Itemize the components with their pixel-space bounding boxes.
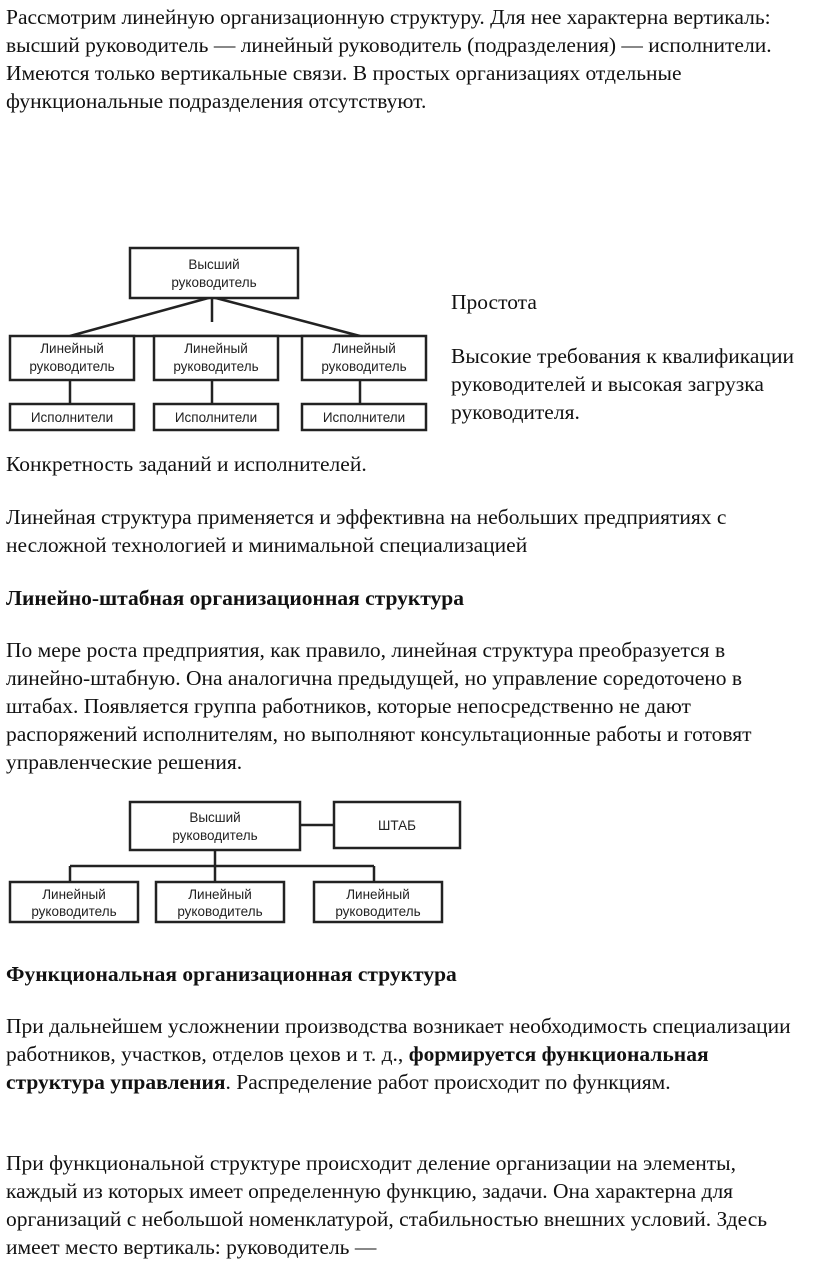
disadvantage-text: Высокие требования к квалификации руково… <box>451 344 794 424</box>
top-manager-label: руководитель <box>172 828 257 843</box>
line-manager-box <box>300 334 428 382</box>
top-manager-label: руководитель <box>171 275 256 290</box>
line-staff-diagram: Высший руководитель ШТАБ Линейный руково… <box>8 800 462 924</box>
executors-box <box>152 402 280 432</box>
line-manager-label: руководитель <box>29 359 114 374</box>
heading-functional: Функциональная организационная структура <box>6 962 457 986</box>
advantage-text: Простота <box>451 290 537 314</box>
executors-label: Исполнители <box>175 410 257 425</box>
functional-paragraph-1-bold: формируется функциональная структура упр… <box>6 1042 709 1094</box>
staff-label: ШТАБ <box>378 818 416 833</box>
top-manager-box <box>128 800 302 852</box>
executors-box <box>8 402 136 432</box>
top-manager-box <box>128 246 300 300</box>
line-manager-label: руководитель <box>335 904 420 919</box>
line-manager-box <box>154 880 286 924</box>
line-manager-label: руководитель <box>31 904 116 919</box>
functional-paragraph-1-text: При дальнейшем усложнении производства в… <box>6 1014 791 1066</box>
executors-label: Исполнители <box>31 410 113 425</box>
staff-paragraph: По мере роста предприятия, как правило, … <box>6 638 752 774</box>
functional-paragraph-2: При функциональной структуре происходит … <box>6 1151 768 1259</box>
connector <box>69 295 213 338</box>
executors-box <box>300 402 428 432</box>
linear-structure-diagram: Высший руководитель Линейный руководител… <box>8 246 428 432</box>
intro-paragraph: Рассмотрим линейную организационную стру… <box>6 5 772 113</box>
heading-line-staff: Линейно-штабная организационная структур… <box>6 586 464 610</box>
top-manager-label: Высший <box>189 810 240 825</box>
line-manager-box <box>8 880 140 924</box>
executors-label: Исполнители <box>323 410 405 425</box>
line-manager-label: Линейный <box>188 887 252 902</box>
line-manager-label: Линейный <box>40 341 104 356</box>
line-manager-label: Линейный <box>42 887 106 902</box>
staff-box <box>332 800 462 850</box>
line-manager-box <box>8 334 136 382</box>
connector <box>211 295 361 338</box>
line-manager-label: Линейный <box>332 341 396 356</box>
line-manager-label: руководитель <box>173 359 258 374</box>
line-manager-box <box>312 880 444 924</box>
line-manager-label: руководитель <box>321 359 406 374</box>
line-manager-label: Линейный <box>184 341 248 356</box>
line-manager-label: Линейный <box>346 887 410 902</box>
line-manager-box <box>152 334 280 382</box>
linear-usage-paragraph: Линейная структура применяется и эффекти… <box>6 505 727 557</box>
top-manager-label: Высший <box>188 257 239 272</box>
line-manager-label: руководитель <box>177 904 262 919</box>
concreteness-text: Конкретность заданий и исполнителей. <box>6 452 367 476</box>
functional-paragraph-1-end: . Распределение работ происходит по функ… <box>225 1070 671 1094</box>
functional-paragraph-1: При дальнейшем усложнении производства в… <box>6 1012 811 1096</box>
